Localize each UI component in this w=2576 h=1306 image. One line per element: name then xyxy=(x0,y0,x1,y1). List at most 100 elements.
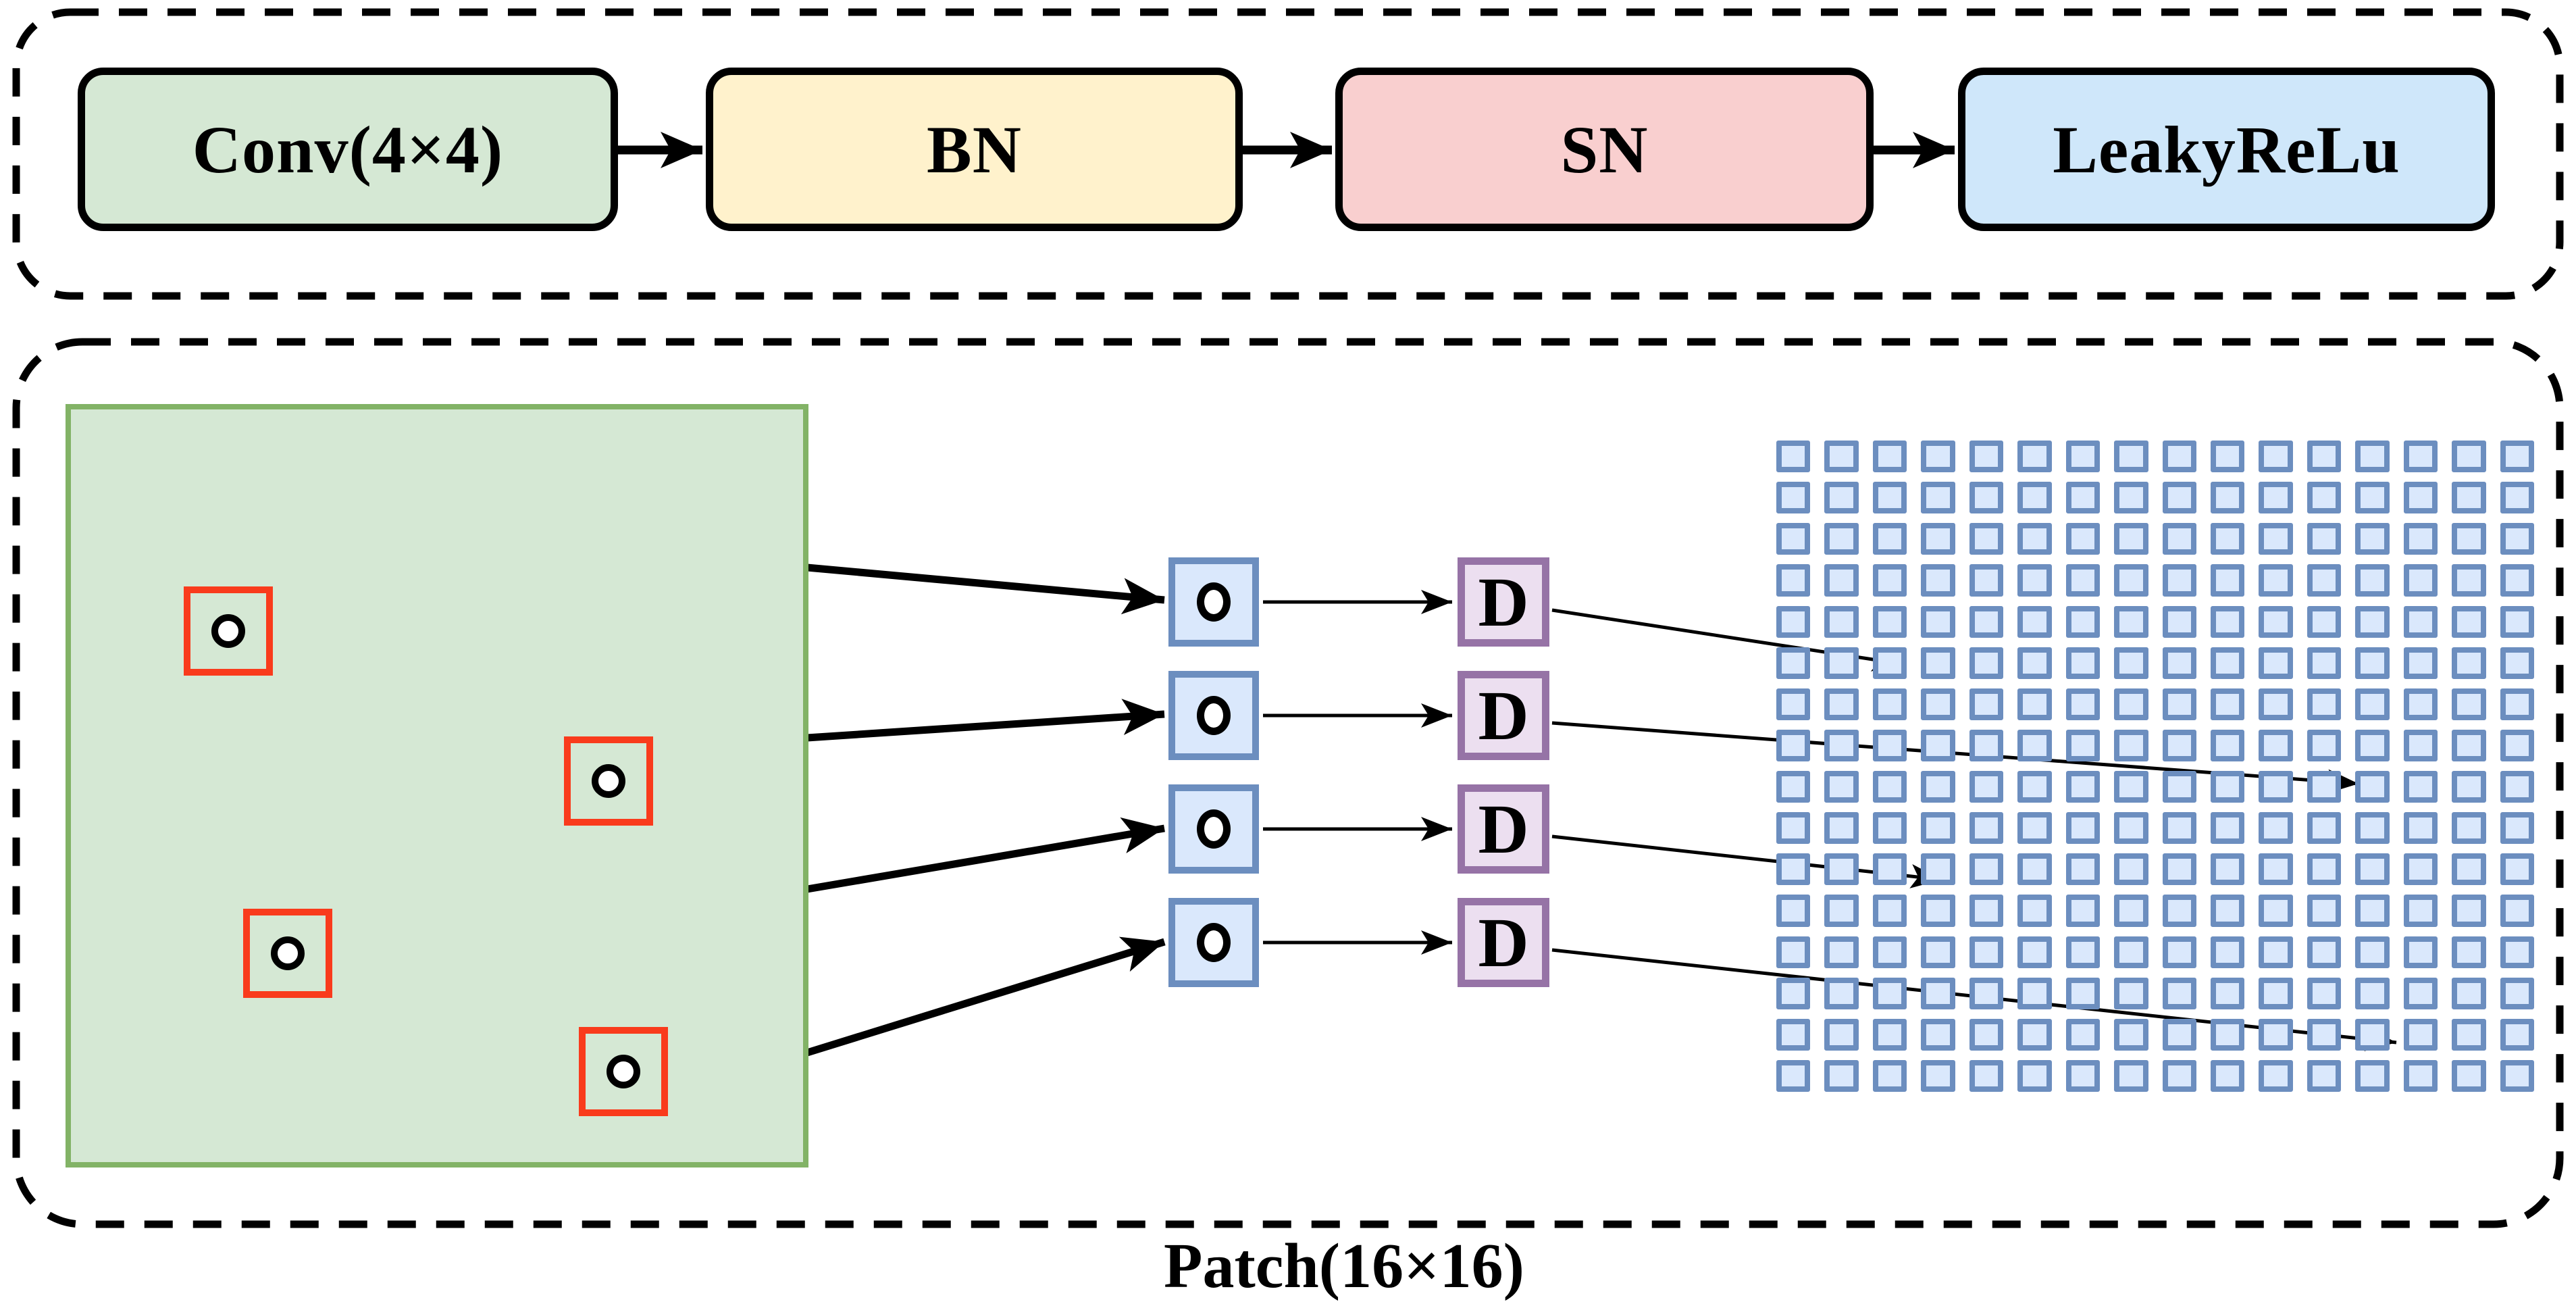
sample-patch-1 xyxy=(184,586,273,676)
patch-cell xyxy=(2452,688,2486,720)
patch-cell xyxy=(2500,729,2534,761)
patch-cell xyxy=(1776,1059,1811,1092)
patch-caption: Patch(16×16) xyxy=(1164,1231,1524,1301)
patch-cell xyxy=(1824,853,1859,886)
patch-cell xyxy=(1921,564,1955,597)
patch-cell xyxy=(2259,812,2293,845)
patch-cell xyxy=(2452,1018,2486,1051)
patch-cell xyxy=(1969,895,2004,927)
patch-cell xyxy=(1969,812,2004,845)
patch-cell xyxy=(2500,936,2534,968)
patch-cell xyxy=(2065,729,2101,761)
patch-cell xyxy=(2259,441,2293,473)
patch-cell xyxy=(2017,936,2052,968)
patch-cell xyxy=(2210,729,2245,761)
patch-cell xyxy=(1824,771,1859,803)
patch-cell xyxy=(1776,812,1811,845)
patch-cell xyxy=(1824,647,1859,679)
patch-cell xyxy=(2403,441,2438,473)
patch-cell xyxy=(2259,605,2293,638)
patch-cell xyxy=(2210,1018,2245,1051)
patch-cell xyxy=(2017,729,2052,761)
patch-cell xyxy=(2307,936,2342,968)
patch-cell xyxy=(1921,1018,1955,1051)
patch-cell xyxy=(2403,647,2438,679)
patch-cell xyxy=(2017,688,2052,720)
patch-cell xyxy=(1969,688,2004,720)
patch-cell xyxy=(2114,647,2148,679)
patch-cell xyxy=(2355,729,2390,761)
patch-cell xyxy=(1824,729,1859,761)
patch-cell xyxy=(1969,1059,2004,1092)
patch-cell xyxy=(1776,564,1811,597)
patch-cell xyxy=(2500,1059,2534,1092)
patch-cell xyxy=(2452,564,2486,597)
patch-cell xyxy=(2403,977,2438,1009)
patch-cell xyxy=(2403,853,2438,886)
patch-cell xyxy=(2065,853,2101,886)
patch-cell xyxy=(1921,482,1955,514)
patch-cell xyxy=(2162,936,2196,968)
patch-cell xyxy=(2162,729,2196,761)
patch-cell xyxy=(1824,523,1859,555)
patch-cell xyxy=(1776,895,1811,927)
patch-cell xyxy=(2210,771,2245,803)
sn-box: SN xyxy=(1335,68,1874,231)
patch-cell xyxy=(1872,977,1907,1009)
patch-cell xyxy=(2403,605,2438,638)
patch-cell xyxy=(2210,647,2245,679)
patch-port-1 xyxy=(1168,557,1259,647)
patch-cell xyxy=(2210,895,2245,927)
patch-cell xyxy=(2307,1018,2342,1051)
patch-cell xyxy=(2355,936,2390,968)
patch-cell xyxy=(1824,1059,1859,1092)
patch-grid xyxy=(1776,441,2534,1092)
patch-cell xyxy=(1824,688,1859,720)
circle-icon xyxy=(1197,809,1231,849)
patch-cell xyxy=(2162,564,2196,597)
patch-cell xyxy=(2452,1059,2486,1092)
patch-cell xyxy=(1921,1059,1955,1092)
patch-cell xyxy=(2307,853,2342,886)
patch-cell xyxy=(2500,441,2534,473)
patch-cell xyxy=(1969,853,2004,886)
patch-cell xyxy=(2355,564,2390,597)
patch-cell xyxy=(1969,523,2004,555)
conv-block-dashed-frame xyxy=(12,8,2564,300)
patch-cell xyxy=(2017,482,2052,514)
patch-cell xyxy=(1872,564,1907,597)
input-image xyxy=(66,404,808,1167)
patch-cell xyxy=(1872,523,1907,555)
patch-cell xyxy=(2403,523,2438,555)
patch-cell xyxy=(1921,647,1955,679)
patch-cell xyxy=(2259,771,2293,803)
patch-cell xyxy=(2065,482,2101,514)
sample-patch-3 xyxy=(243,909,332,998)
patch-cell xyxy=(2114,853,2148,886)
sn-box-label: SN xyxy=(1560,111,1649,187)
patch-cell xyxy=(1921,771,1955,803)
patch-cell xyxy=(2355,812,2390,845)
patch-cell xyxy=(2114,564,2148,597)
patch-cell xyxy=(2114,977,2148,1009)
patch-cell xyxy=(1776,771,1811,803)
patch-cell xyxy=(2355,482,2390,514)
patch-cell xyxy=(2162,688,2196,720)
patch-cell xyxy=(1921,688,1955,720)
patch-cell xyxy=(2452,812,2486,845)
discriminator-label: D xyxy=(1478,563,1529,641)
patch-cell xyxy=(2065,977,2101,1009)
patch-cell xyxy=(2065,1018,2101,1051)
patch-section-dashed-frame xyxy=(12,338,2564,1228)
patch-cell xyxy=(1969,605,2004,638)
discriminator-label: D xyxy=(1478,903,1529,982)
circle-icon xyxy=(1197,923,1231,962)
discriminator-label: D xyxy=(1478,790,1529,868)
patch-cell xyxy=(2259,936,2293,968)
patch-cell xyxy=(2307,441,2342,473)
patch-cell xyxy=(2210,812,2245,845)
patch-cell xyxy=(2162,771,2196,803)
patch-cell xyxy=(1969,1018,2004,1051)
patch-cell xyxy=(2403,729,2438,761)
patch-port-2 xyxy=(1168,671,1259,760)
